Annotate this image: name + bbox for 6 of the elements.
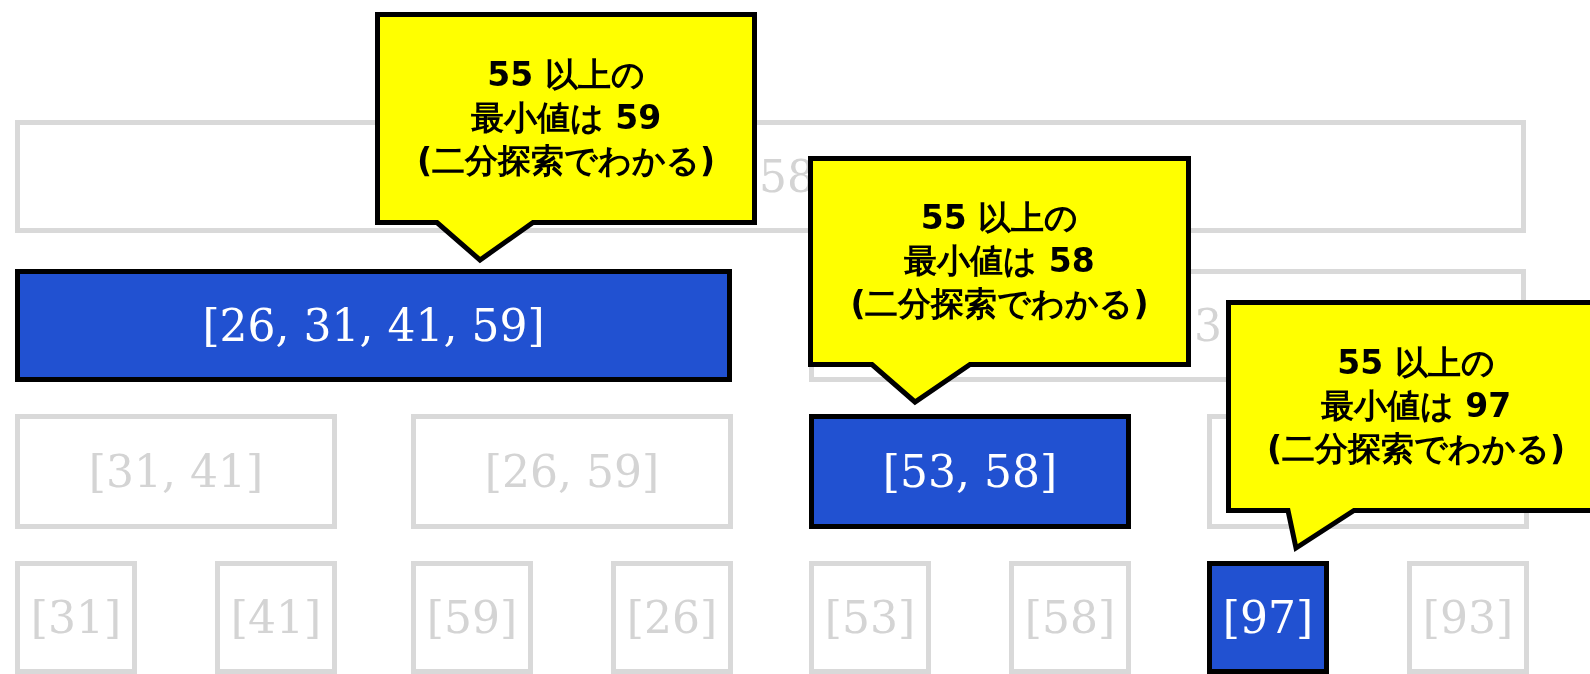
array-box: [97]: [1207, 561, 1329, 674]
callout-tooltip: 55 以上の最小値は 97(二分探索でわかる): [1226, 300, 1590, 551]
array-box: [53, 58]: [809, 414, 1131, 529]
array-box: [26, 31, 41, 59]: [15, 269, 732, 382]
callout-tooltip: 55 以上の最小値は 59(二分探索でわかる): [375, 12, 757, 263]
callout-tooltip: 55 以上の最小値は 58(二分探索でわかる): [808, 156, 1191, 405]
